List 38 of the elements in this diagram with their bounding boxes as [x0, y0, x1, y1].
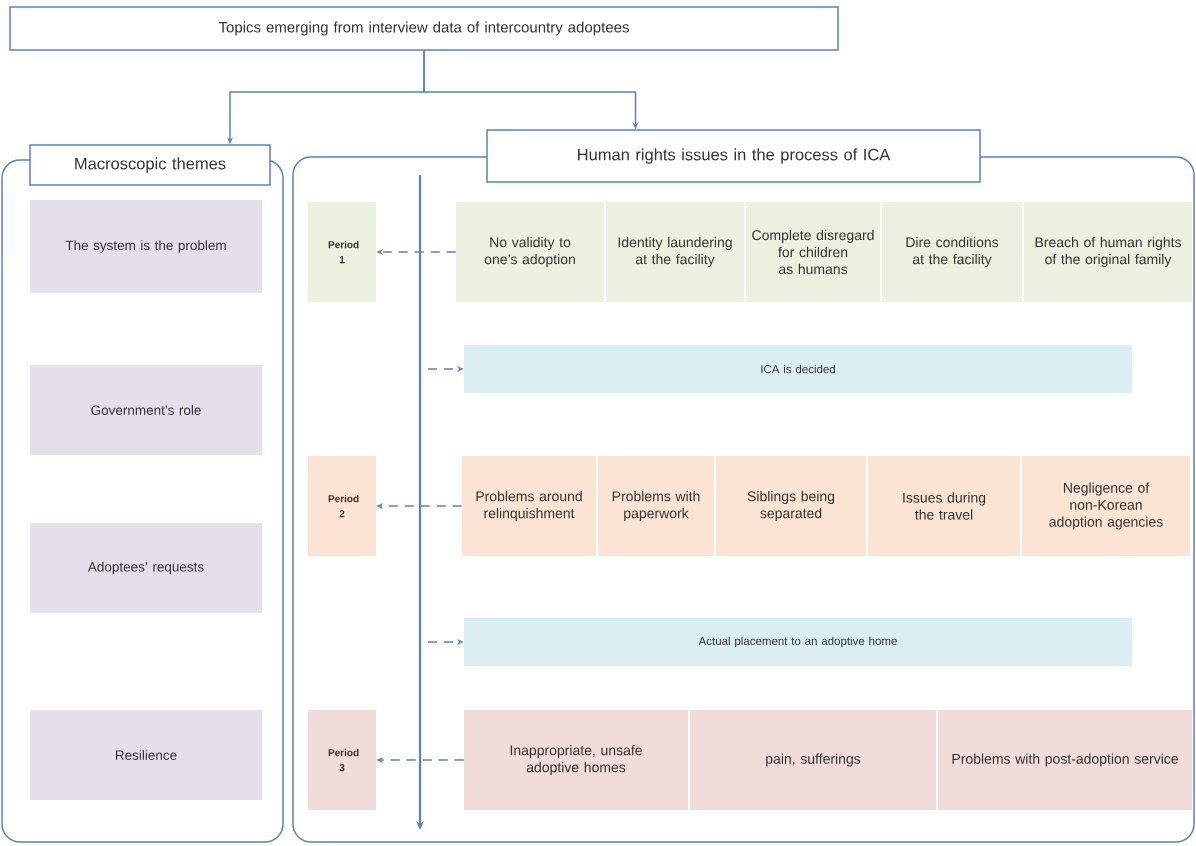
- issue-cell: Problems with post-adoption service: [938, 710, 1192, 810]
- heading-box: Macroscopic themes: [29, 144, 271, 186]
- node-label: Negligence of non-Korean adoption agencies: [1049, 482, 1163, 530]
- heading-box: Human rights issues in the process of ICA: [486, 129, 981, 183]
- stage-bar: ICA is decided: [464, 345, 1132, 393]
- theme-box: Government’s role: [30, 365, 262, 455]
- issue-cell: Inappropriate, unsafe adoptive homes: [464, 710, 688, 810]
- node-label: Siblings being separated: [747, 490, 835, 522]
- theme-box: The system is the problem: [30, 200, 262, 293]
- issue-cell: Breach of human rights of the original family: [1024, 202, 1192, 302]
- issue-cell: pain, sufferings: [690, 710, 936, 810]
- issue-cell: Issues during the travel: [868, 456, 1020, 556]
- node-label: Identity laundering at the facility: [618, 236, 732, 268]
- node-label: Problems around relinquishment: [476, 490, 582, 522]
- theme-box: Adoptees’ requests: [30, 523, 262, 613]
- node-label: Breach of human rights of the original family: [1035, 236, 1182, 268]
- node-label: Problems with paperwork: [612, 490, 700, 522]
- period-box: Period 1: [308, 202, 376, 302]
- node-label: Issues during the travel: [903, 492, 986, 520]
- node-label: Complete disregard for children as humans: [752, 229, 874, 275]
- node-label: Dire conditions at the facility: [906, 236, 999, 268]
- title-box: Topics emerging from interview data of intercountry adoptees: [9, 6, 839, 51]
- theme-box: Resilience: [30, 710, 262, 800]
- issue-cell: Complete disregard for children as humans: [746, 202, 880, 302]
- issue-cell: Dire conditions at the facility: [882, 202, 1022, 302]
- period-box: Period 3: [308, 710, 376, 810]
- stage-bar: Actual placement to an adoptive home: [464, 618, 1132, 666]
- issue-cell: Problems around relinquishment: [462, 456, 596, 556]
- issue-cell: No validity to one’s adoption: [456, 202, 604, 302]
- issue-cell: Identity laundering at the facility: [606, 202, 744, 302]
- issue-cell: Siblings being separated: [716, 456, 866, 556]
- node-label: Problems with post-adoption service: [952, 753, 1178, 767]
- issue-cell: Problems with paperwork: [598, 456, 714, 556]
- node-label: Inappropriate, unsafe adoptive homes: [510, 744, 642, 776]
- period-box: Period 2: [308, 456, 376, 556]
- node-label: pain, sufferings: [766, 753, 861, 767]
- node-label: No validity to one’s adoption: [484, 236, 575, 268]
- issue-cell: Negligence of non-Korean adoption agencies: [1022, 456, 1190, 556]
